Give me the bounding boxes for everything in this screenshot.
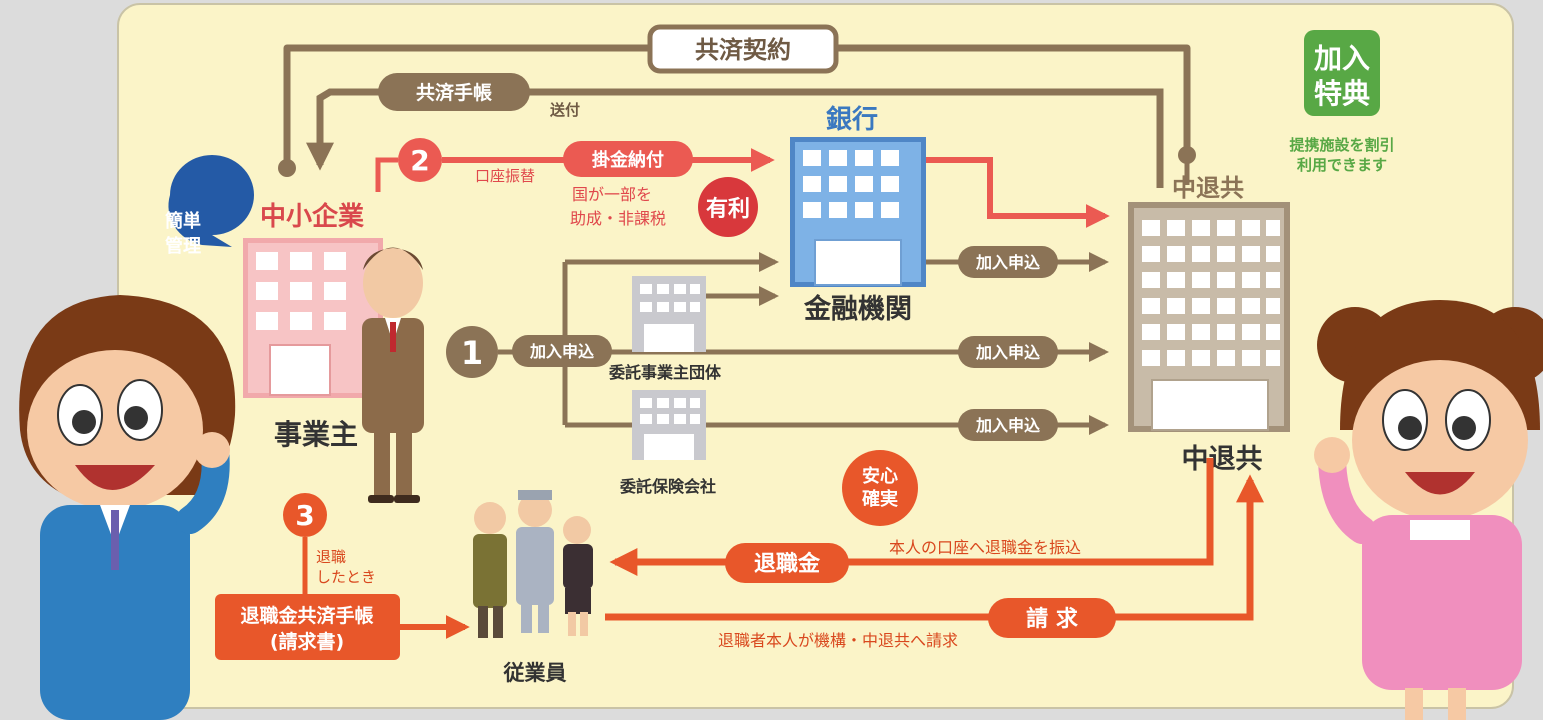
easy-badge: [168, 155, 254, 247]
benefit-badge-line2: 特典: [1314, 77, 1370, 110]
bank-label: 銀行: [826, 104, 878, 135]
company-building: [243, 238, 383, 398]
claim-label: 請 求: [1026, 606, 1078, 632]
step3-number: 3: [295, 499, 314, 532]
step2-connector: [375, 157, 398, 192]
chutaikyo-building: [1128, 202, 1290, 432]
passbook-pill: [378, 73, 530, 111]
employees-figure: [473, 490, 593, 638]
booklet-line2: (請求書): [270, 630, 344, 653]
advantage-label: 有利: [706, 196, 750, 222]
severance-label: 退職金: [754, 551, 821, 577]
passbook-label: 共済手帳: [416, 81, 492, 104]
subsidy-line1: 国が一部を: [572, 185, 652, 204]
claim-arrow: [605, 474, 1264, 621]
retire-line1: 退職: [316, 548, 346, 566]
apply-insurer-pill: [958, 409, 1058, 441]
advantage-badge: [698, 177, 758, 237]
group-building: [632, 276, 706, 352]
apply-bank-pill: [958, 246, 1058, 278]
apply-main-label: 加入申込: [529, 342, 594, 361]
booklet-line1: 退職金共済手帳: [240, 604, 373, 627]
severance-pill: [725, 543, 849, 583]
passbook-arrow: [306, 88, 1164, 188]
transfer-label: 口座振替: [475, 167, 535, 185]
claim-pill: [988, 598, 1116, 638]
safety-line2: 確実: [862, 488, 898, 510]
benefit-note-line2: 利用できます: [1297, 156, 1387, 174]
left-mascot: [19, 295, 236, 720]
contract-label: 共済契約: [695, 36, 791, 64]
payment-label: 掛金納付: [592, 149, 664, 171]
apply-insurer-label: 加入申込: [975, 416, 1040, 435]
step2-badge: [398, 138, 442, 182]
benefit-note-line1: 提携施設を割引: [1289, 136, 1394, 154]
contract-box: [647, 24, 839, 74]
insurer-label: 委託保険会社: [619, 477, 716, 496]
passbook-send-label: 送付: [549, 101, 580, 119]
bank-building: [790, 137, 926, 287]
apply-group-label: 加入申込: [975, 343, 1040, 362]
employees-label: 従業員: [503, 661, 567, 685]
claim-note: 退職者本人が機構・中退共へ請求: [718, 631, 958, 650]
company-label: 中小企業: [260, 201, 364, 232]
apply-bank-label: 加入申込: [975, 253, 1040, 272]
step3-badge: [283, 493, 327, 537]
bank-to-chutaikyo-arrow: [926, 157, 1110, 228]
safety-badge: [842, 450, 918, 526]
retire-line2: したとき: [316, 568, 376, 586]
contract-dot-right: [1178, 146, 1196, 164]
step2-number: 2: [410, 144, 429, 177]
chutaikyo-top-label: 中退共: [1172, 174, 1244, 202]
apply-main-pill: [512, 335, 612, 367]
safety-line1: 安心: [862, 465, 898, 487]
payment-pill: [563, 141, 693, 177]
step1-number: 1: [461, 334, 483, 372]
institution-label: 金融機関: [803, 293, 912, 325]
severance-transfer-note: 本人の口座へ退職金を振込: [889, 538, 1081, 557]
chutaikyo-bottom-label: 中退共: [1182, 444, 1263, 475]
right-mascot: [1314, 300, 1543, 720]
group-label: 委託事業主団体: [608, 363, 722, 382]
booklet-box: [215, 594, 400, 660]
easy-badge-line2: 管理: [165, 235, 201, 257]
subsidy-line2: 助成・非課税: [570, 209, 666, 228]
owner-label: 事業主: [274, 418, 358, 451]
apply-group-pill: [958, 336, 1058, 368]
benefit-badge-line1: 加入: [1314, 42, 1370, 75]
owner-figure: [362, 247, 424, 503]
benefit-badge: [1304, 30, 1380, 116]
easy-badge-line1: 簡単: [165, 210, 201, 232]
insurer-building: [632, 390, 706, 460]
step1-badge: [446, 326, 498, 378]
contract-dot-left: [278, 159, 296, 177]
